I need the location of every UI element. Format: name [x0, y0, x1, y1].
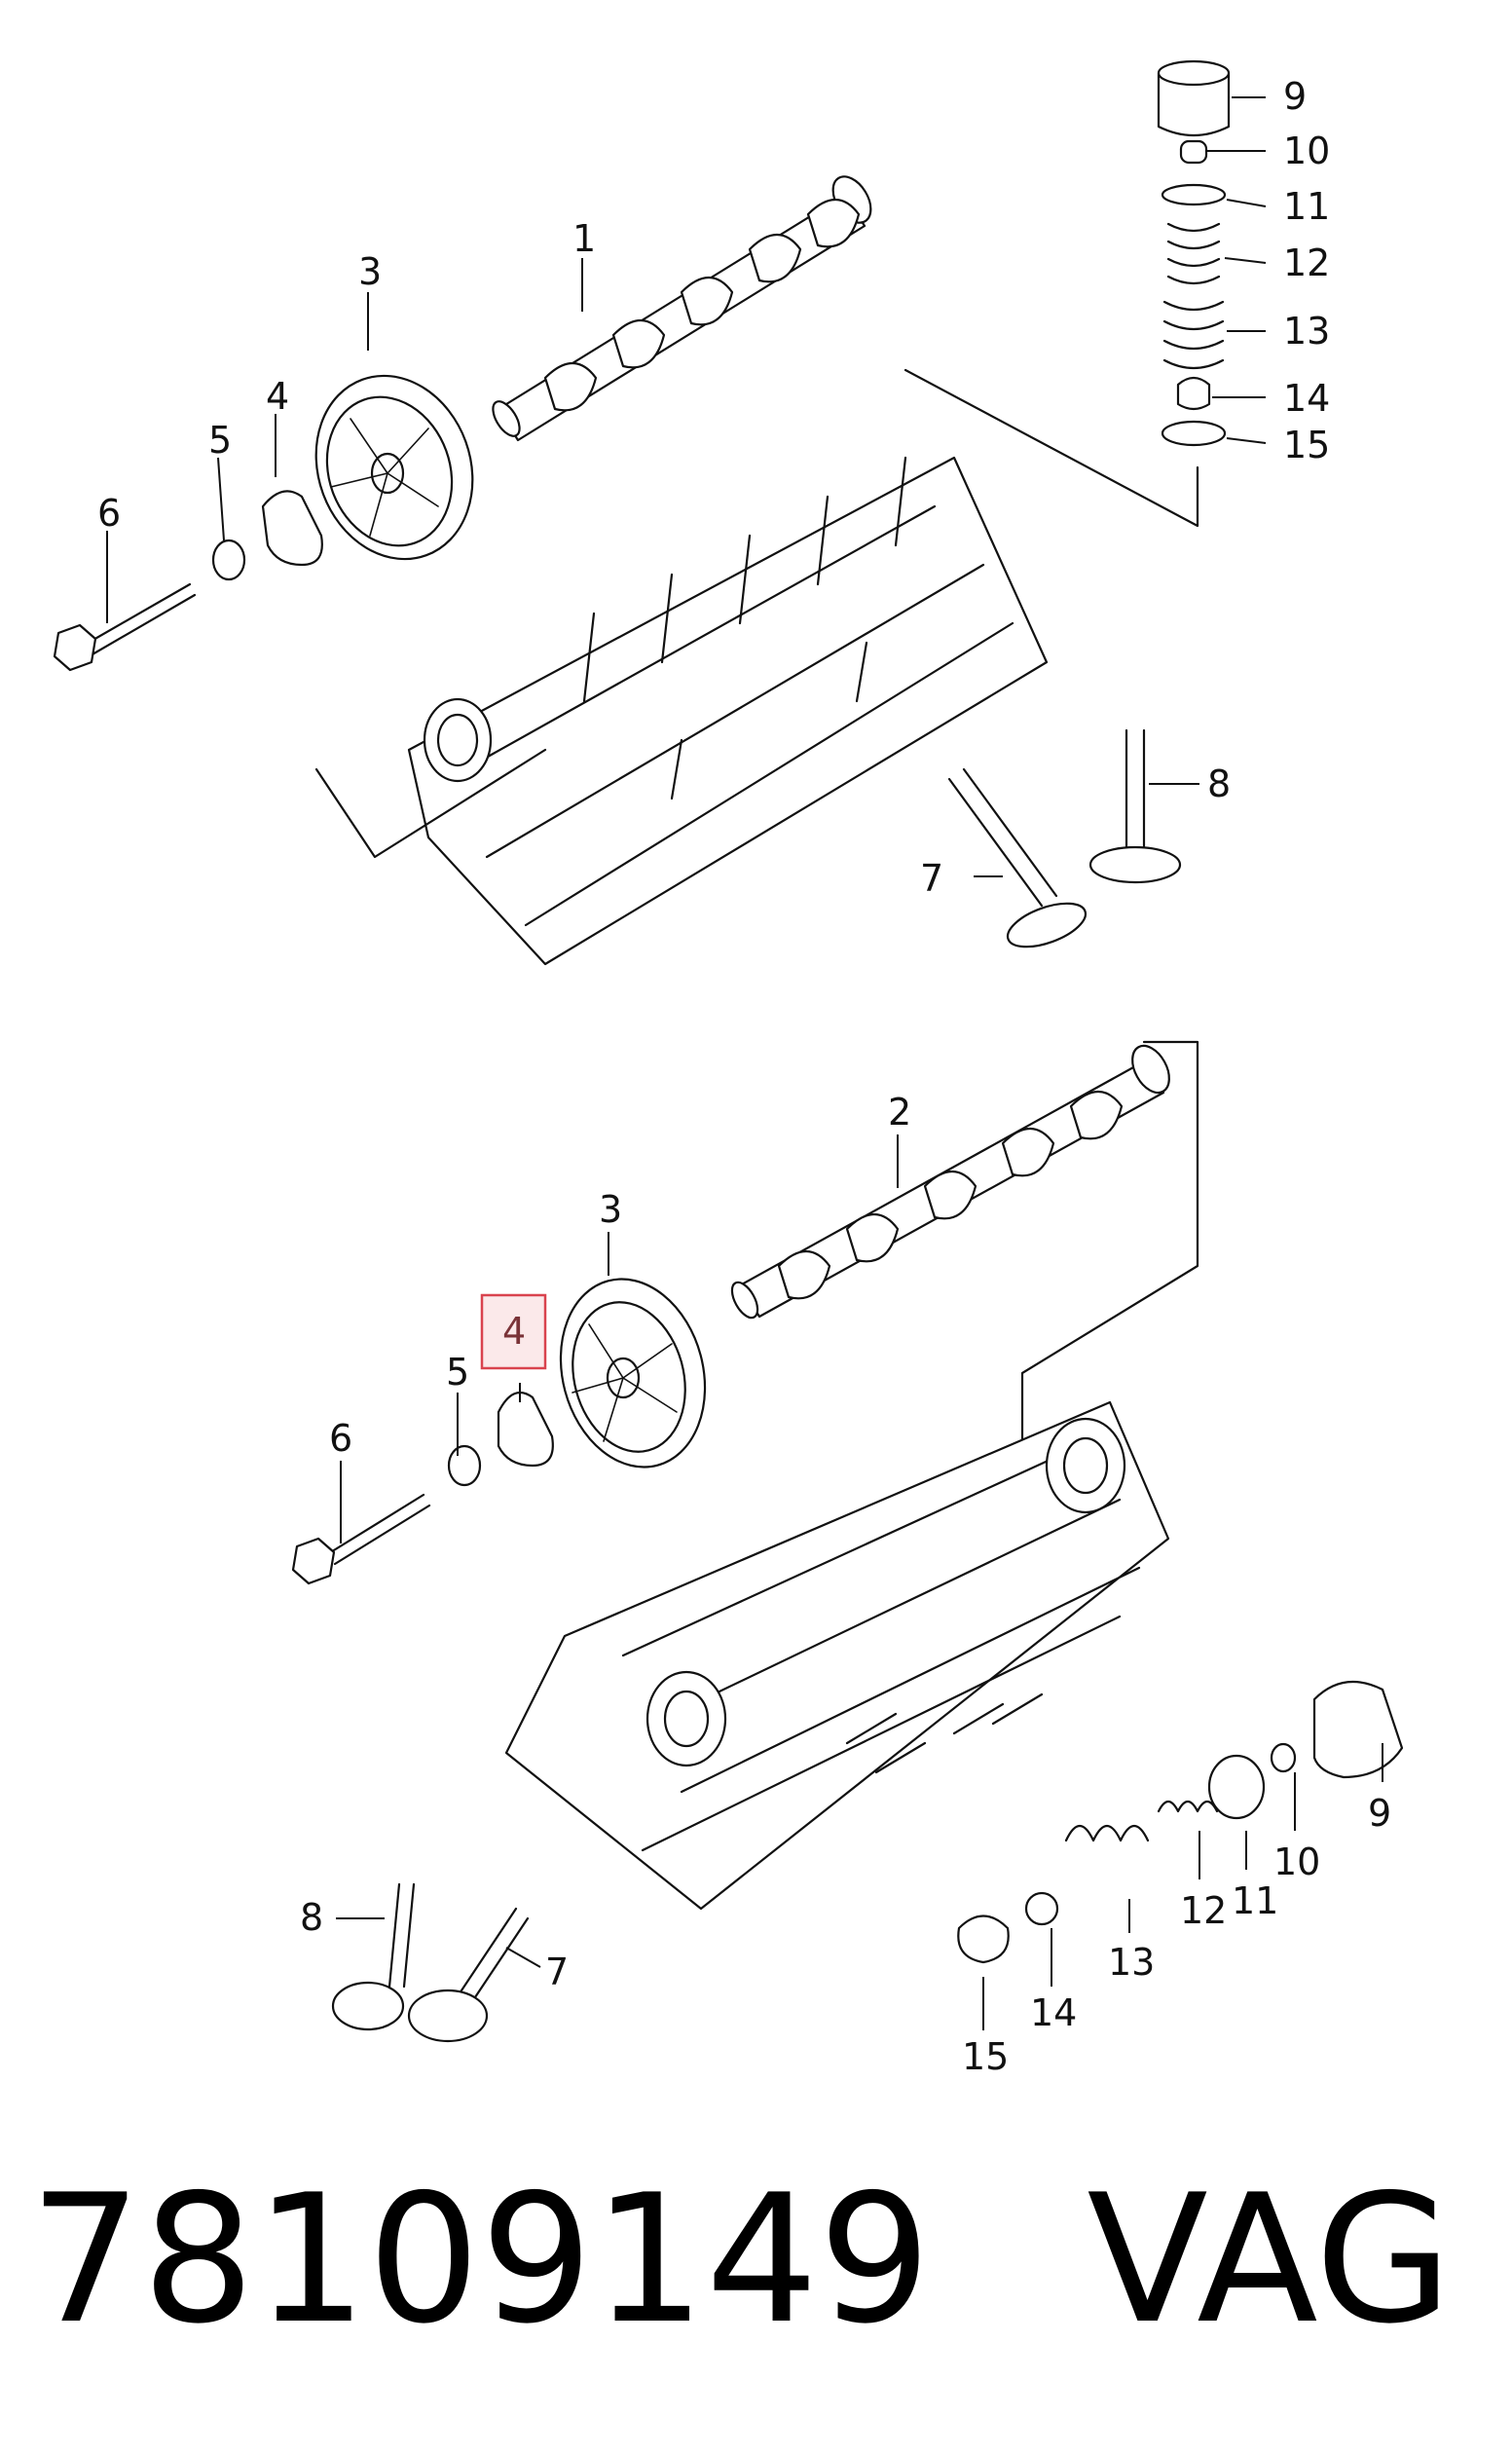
- bottom-callouts: 2 3 4 5 6 7 8 9 10 11 12 13 14 15: [300, 1091, 1391, 2078]
- brand-label: VAG: [1087, 2156, 1453, 2362]
- bolt-bottom: [291, 1493, 431, 1585]
- part-number: 78109149: [29, 2156, 932, 2362]
- callout-top-6: 6: [97, 492, 121, 535]
- callout-top-13: 13: [1283, 310, 1330, 353]
- callout-top-7: 7: [920, 857, 943, 900]
- callout-bottom-2: 2: [888, 1091, 911, 1134]
- callout-bottom-10: 10: [1273, 1840, 1320, 1883]
- sprocket-top: [314, 374, 474, 561]
- callout-top-4: 4: [266, 375, 289, 418]
- callout-top-5: 5: [208, 419, 232, 462]
- callout-top-11: 11: [1283, 185, 1330, 228]
- gasket-bottom: [497, 1391, 554, 1468]
- valve-train-bottom: [957, 1680, 1404, 1964]
- cylinder-head-bottom: [504, 1400, 1170, 1911]
- callout-bottom-5: 5: [446, 1351, 469, 1394]
- callout-bottom-11: 11: [1232, 1879, 1278, 1922]
- top-assembly: [53, 59, 1267, 966]
- callout-bottom-14: 14: [1030, 1991, 1077, 2034]
- top-callouts: 1 3 4 5 6 7 8 9 10 11 12 13 14 15: [97, 75, 1330, 900]
- callout-top-14: 14: [1283, 377, 1330, 420]
- callout-bottom-9: 9: [1368, 1792, 1391, 1835]
- cylinder-head-top: [314, 368, 1199, 966]
- callout-bottom-15: 15: [962, 2035, 1009, 2078]
- valve-train-top: [1157, 59, 1231, 447]
- callout-bottom-3: 3: [599, 1188, 622, 1231]
- callout-top-12: 12: [1283, 242, 1330, 284]
- callout-bottom-4-highlighted: 4: [502, 1310, 526, 1353]
- callout-bottom-8: 8: [300, 1896, 323, 1939]
- camshaft-bottom: [730, 1040, 1199, 1521]
- callout-top-15: 15: [1283, 424, 1330, 466]
- callout-top-1: 1: [572, 217, 596, 260]
- callout-top-8: 8: [1207, 762, 1231, 805]
- washer-top: [211, 539, 246, 581]
- highlight-box: [480, 1293, 547, 1370]
- valves-bottom: [331, 1882, 530, 2043]
- callout-bottom-6: 6: [329, 1417, 352, 1460]
- bolt-top: [53, 582, 197, 672]
- callout-bottom-13: 13: [1108, 1941, 1155, 1984]
- callout-top-9: 9: [1283, 75, 1307, 118]
- camshaft-top: [492, 175, 872, 442]
- washer-bottom: [447, 1444, 482, 1487]
- valves-top: [947, 728, 1182, 948]
- footer-caption: 78109149 VAG: [29, 2157, 1490, 2361]
- callout-bottom-7: 7: [545, 1951, 569, 1993]
- callout-bottom-12: 12: [1180, 1889, 1227, 1932]
- callout-top-10: 10: [1283, 130, 1330, 172]
- callout-top-3: 3: [358, 250, 382, 293]
- gasket-top: [261, 490, 323, 567]
- bottom-assembly: [291, 1040, 1404, 2043]
- sprocket-bottom: [559, 1278, 707, 1469]
